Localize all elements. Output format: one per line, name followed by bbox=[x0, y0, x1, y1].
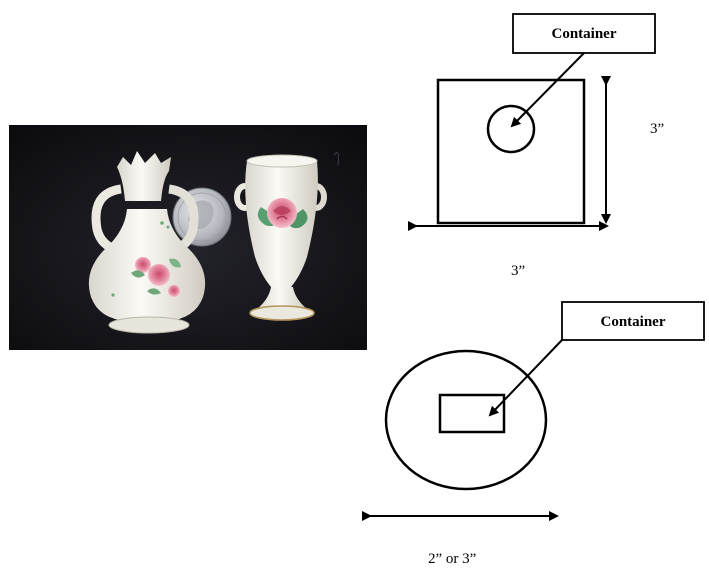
square-diagram: Container 3” 3” bbox=[408, 13, 664, 279]
width-label: 3” bbox=[511, 263, 525, 279]
container-label-bottom: Container bbox=[601, 314, 666, 330]
round-diagram: Container 2” or 3” bbox=[362, 301, 705, 567]
vases-photo bbox=[9, 125, 367, 350]
round-container bbox=[486, 104, 536, 154]
pointer-arrow-top bbox=[510, 52, 585, 128]
left-vase bbox=[88, 151, 206, 334]
container-label-box-bottom bbox=[561, 301, 705, 341]
round-base bbox=[384, 349, 548, 491]
diameter-label: 2” or 3” bbox=[428, 551, 476, 567]
pointer-arrow-bottom bbox=[488, 339, 563, 417]
rectangular-container bbox=[438, 393, 506, 434]
container-label-top: Container bbox=[552, 26, 617, 42]
right-vase bbox=[234, 154, 327, 321]
height-label: 3” bbox=[650, 121, 664, 137]
